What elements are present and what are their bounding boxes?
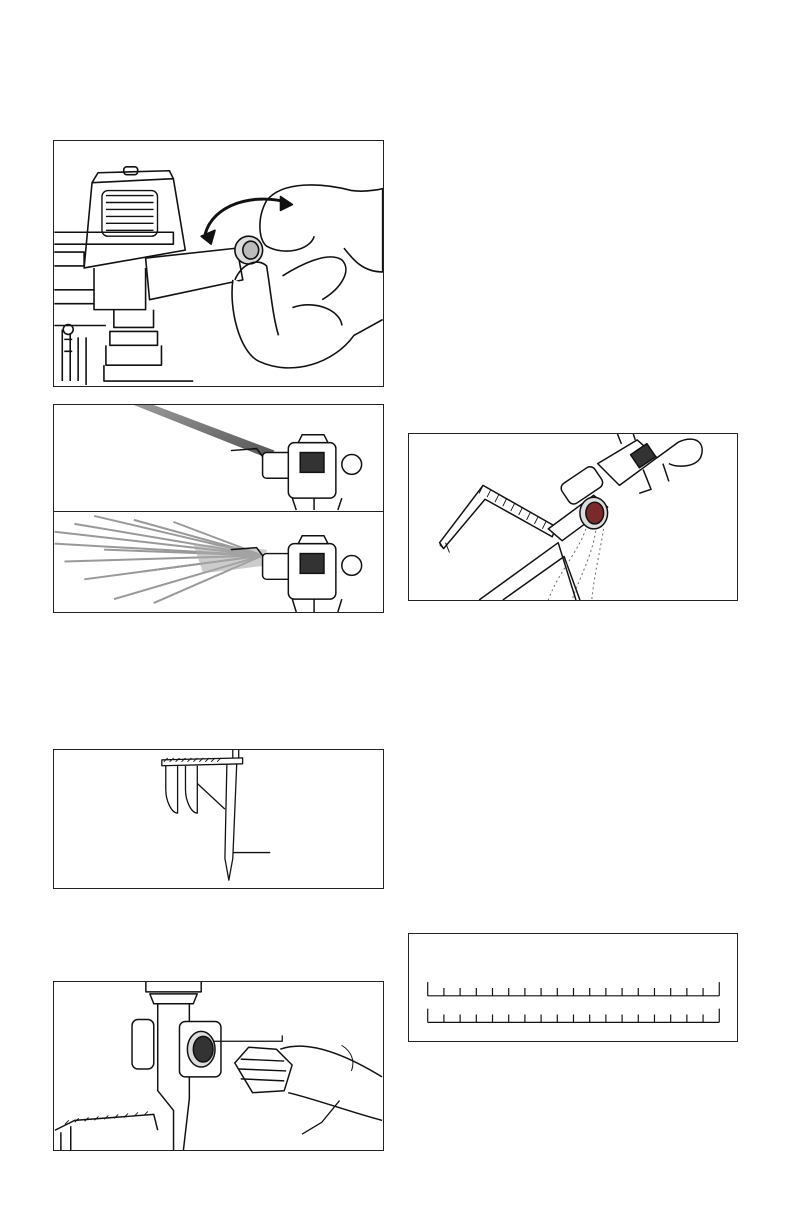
figure-spike-stake bbox=[53, 749, 384, 889]
figure-spray-patterns bbox=[53, 404, 384, 613]
double-ruler-scale-illustration bbox=[409, 934, 737, 1041]
spray-divider bbox=[54, 511, 383, 512]
figure-nozzle-cleaning bbox=[408, 433, 738, 601]
hand-turning-nozzle-illustration bbox=[54, 141, 383, 386]
sprinkler-stream-and-diffused-spray-illustration bbox=[54, 405, 383, 612]
figure-hose-connection bbox=[53, 981, 384, 1151]
sprinkler-spike-illustration bbox=[54, 750, 383, 888]
spike-and-nozzle-screen-illustration bbox=[409, 434, 737, 600]
figure-nozzle-adjust bbox=[53, 140, 384, 387]
scale-ruler-bottom bbox=[428, 1009, 720, 1023]
hose-coupling-illustration bbox=[54, 982, 383, 1150]
figure-coverage-scale bbox=[408, 933, 738, 1042]
scale-ruler-top bbox=[428, 982, 720, 996]
